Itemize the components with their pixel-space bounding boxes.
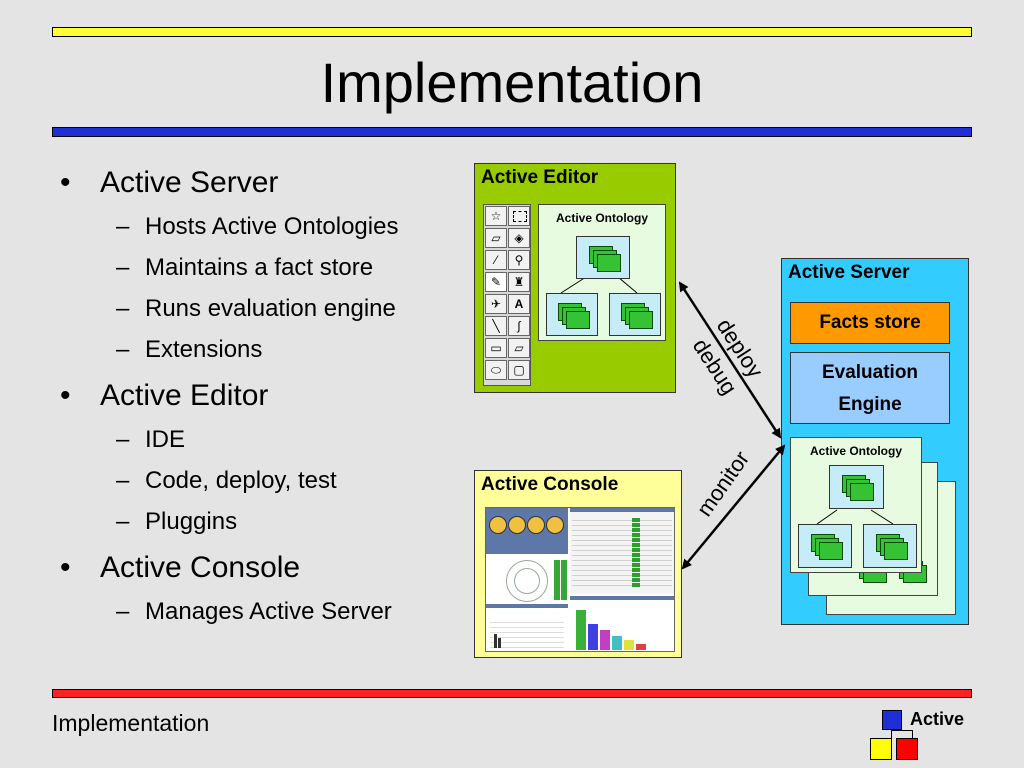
- radar-panel: [486, 550, 568, 602]
- monitor-arrow: [681, 444, 786, 570]
- rect-select-icon: [508, 206, 530, 226]
- ontology-child-node: [798, 524, 852, 568]
- bottom-red-bar: [52, 689, 972, 698]
- gauges-panel: [486, 508, 568, 550]
- logo-text: Active: [910, 709, 965, 729]
- evaluation-engine-box: Evaluation Engine: [790, 352, 950, 424]
- brush-icon: ♜: [508, 272, 530, 292]
- active-console-title: Active Console: [481, 474, 619, 495]
- tool-palette: ☆ ▱ ◈ ⁄ ⚲ ✎ ♜ ✈ A ╲ ∫ ▭ ▱ ⬭ ▢: [483, 204, 531, 386]
- editor-ontology-title: Active Ontology: [555, 211, 648, 225]
- logo-blue-square: [882, 710, 902, 730]
- active-server-box: Active Server Facts store Evaluation Eng…: [781, 258, 969, 625]
- top-yellow-bar: [52, 27, 972, 37]
- ontology-connector-lines: [816, 509, 894, 525]
- eval-engine-line2: Engine: [838, 394, 902, 415]
- logo-red-square: [896, 738, 918, 760]
- table-panel: [570, 508, 674, 594]
- ontology-child-node: [546, 293, 598, 336]
- eraser-icon: ▱: [485, 228, 507, 248]
- server-ontology-panel: Active Ontology: [790, 437, 922, 573]
- text-icon: A: [508, 294, 530, 314]
- ontology-root-node: [576, 236, 630, 279]
- slide-title: Implementation: [320, 51, 704, 114]
- slide-footer: Implementation: [52, 710, 210, 736]
- active-editor-title: Active Editor: [481, 167, 599, 188]
- active-editor-box: Active Editor ☆ ▱ ◈ ⁄ ⚲ ✎ ♜ ✈ A ╲ ∫ ▭ ▱ …: [474, 163, 676, 393]
- active-console-box: Active Console: [474, 470, 682, 658]
- ontology-root-node: [829, 465, 884, 509]
- line-chart-panel: [486, 604, 568, 651]
- eval-engine-line1: Evaluation: [821, 362, 919, 383]
- ontology-child-node: [863, 524, 917, 568]
- gauge-icon: [546, 516, 564, 534]
- active-logo: [870, 708, 980, 762]
- line-icon: ╲: [485, 316, 507, 336]
- gauge-icon: [489, 516, 507, 534]
- active-server-title: Active Server: [788, 262, 910, 283]
- title-rule-blue: [52, 127, 972, 137]
- rectangle-icon: ▭: [485, 338, 507, 358]
- server-ontology-title: Active Ontology: [809, 444, 902, 458]
- rounded-rect-icon: ▢: [508, 360, 530, 380]
- deploy-debug-arrow: [678, 281, 782, 439]
- star-select-icon: ☆: [485, 206, 507, 226]
- logo-connector: [891, 730, 913, 738]
- editor-ontology-panel: Active Ontology: [538, 204, 666, 341]
- airbrush-icon: ✈: [485, 294, 507, 314]
- polygon-icon: ▱: [508, 338, 530, 358]
- ontology-child-node: [609, 293, 661, 336]
- ellipse-icon: ⬭: [485, 360, 507, 380]
- bar-chart-panel: [570, 596, 674, 651]
- eyedropper-icon: ⁄: [485, 250, 507, 270]
- console-screenshot: [485, 507, 675, 652]
- logo-yellow-square: [870, 738, 892, 760]
- pencil-icon: ✎: [485, 272, 507, 292]
- gauge-icon: [508, 516, 526, 534]
- fill-bucket-icon: ◈: [508, 228, 530, 248]
- facts-store-box: Facts store: [790, 302, 950, 344]
- facts-store-label: Facts store: [819, 312, 921, 333]
- gauge-icon: [527, 516, 545, 534]
- curve-icon: ∫: [508, 316, 530, 336]
- ontology-connector-lines: [560, 276, 638, 294]
- magnifier-icon: ⚲: [508, 250, 530, 270]
- monitor-label: monitor: [692, 446, 755, 520]
